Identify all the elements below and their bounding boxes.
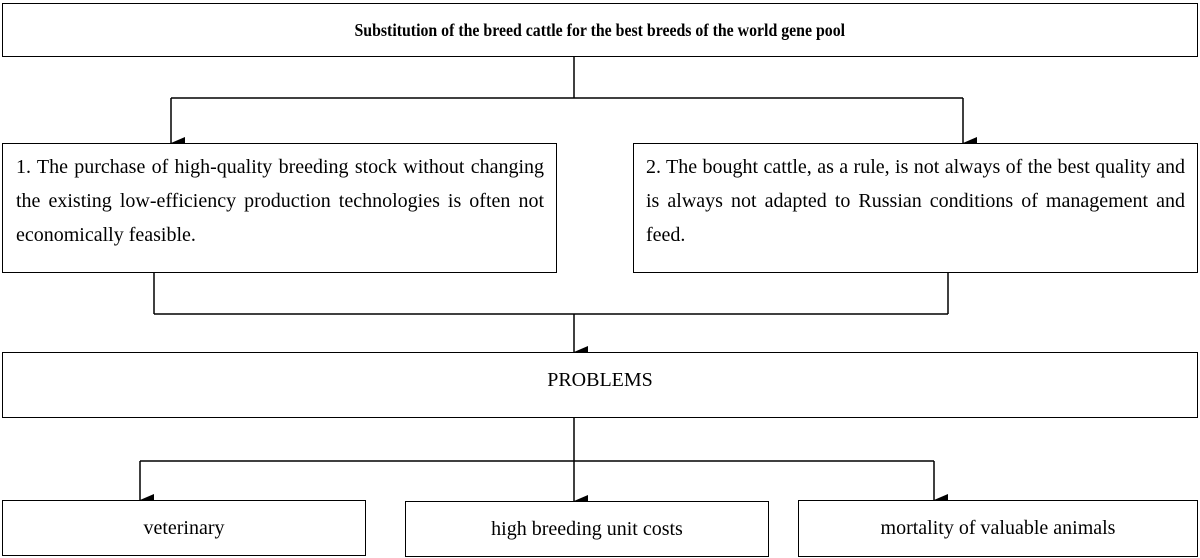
cause-box-2: 2. The bought cattle, as a rule, is not … <box>633 143 1198 273</box>
cause-box-1-text: 1. The purchase of high-quality breeding… <box>16 156 544 246</box>
problem-item-breeding-costs: high breeding unit costs <box>405 501 769 557</box>
cause-box-2-text: 2. The bought cattle, as a rule, is not … <box>646 156 1185 246</box>
problem-item-veterinary: veterinary <box>2 500 366 556</box>
top-box-text: Substitution of the breed cattle for the… <box>354 19 846 40</box>
problems-box: PROBLEMS <box>2 352 1198 418</box>
problem-item-veterinary-text: veterinary <box>143 516 225 539</box>
top-box: Substitution of the breed cattle for the… <box>2 3 1198 57</box>
cause-box-1: 1. The purchase of high-quality breeding… <box>2 143 557 273</box>
problems-box-text: PROBLEMS <box>547 369 653 391</box>
problem-item-mortality: mortality of valuable animals <box>798 500 1198 557</box>
problem-item-breeding-costs-text: high breeding unit costs <box>491 517 683 540</box>
problem-item-mortality-text: mortality of valuable animals <box>880 517 1116 539</box>
